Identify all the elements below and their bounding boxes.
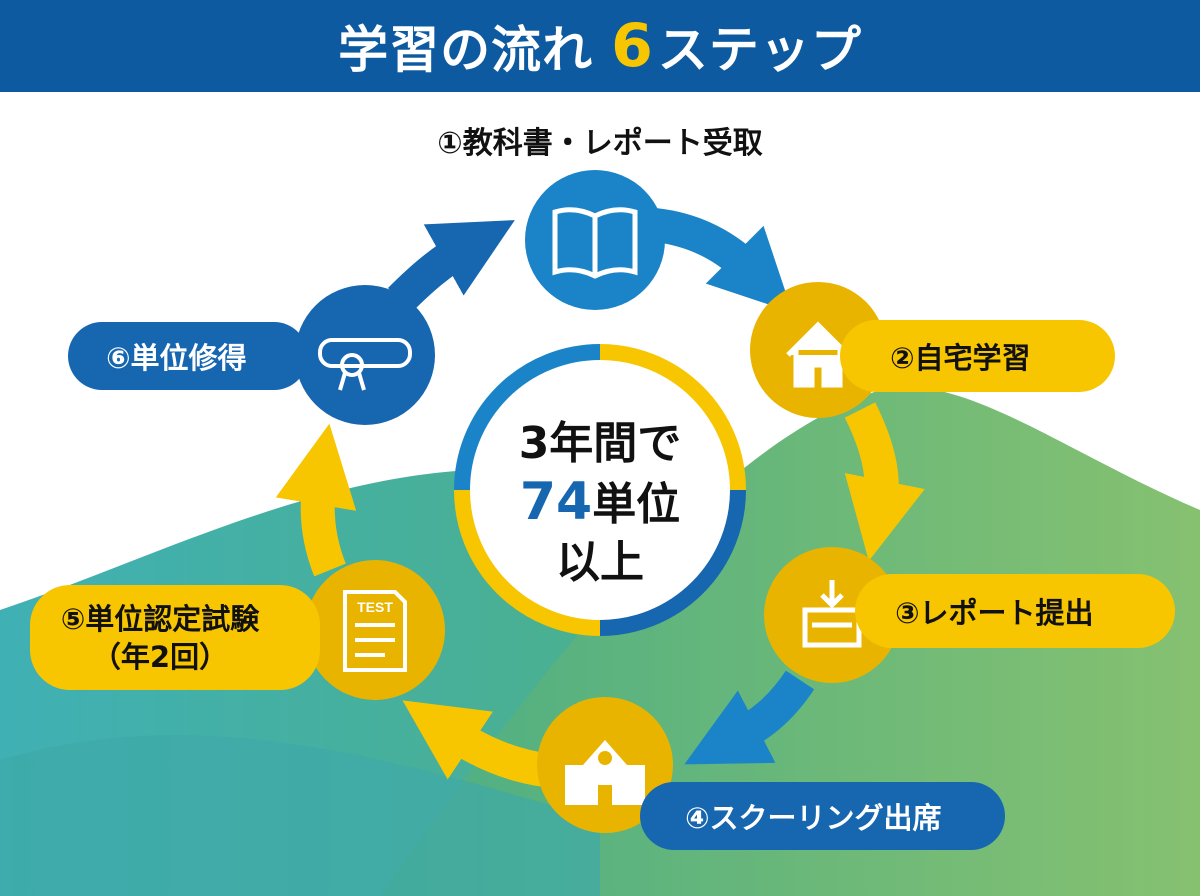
arrow-5-to-6 [275,423,357,577]
page-title: 学習の流れ 6 ステップ [0,0,1200,92]
arrow-3-to-4 [684,670,815,765]
step-1-label: ①教科書・レポート受取 [437,126,763,161]
school-building-icon [565,740,645,805]
test-document-icon: TEST [343,590,407,672]
center-circle [462,352,738,628]
step-6-label: ⑥単位修得 [68,322,308,390]
title-number: 6 [611,11,654,81]
arrow-4-to-5 [402,700,548,787]
step-3-label: ③レポート提出 [855,574,1175,648]
arrow-2-to-3 [844,402,925,562]
center-line-3: 以上 [556,537,644,588]
diploma-icon [318,338,412,391]
arrow-1-to-2 [652,208,793,313]
center-line-1: 3年間で [518,418,682,469]
title-prefix: 学習の流れ [338,21,594,79]
step-1-circle [525,170,665,310]
arrow-6-to-1 [387,220,515,313]
center-line-2: 単位 [592,479,681,530]
step-6-circle [295,285,435,425]
step-4-label: ④スクーリング出席 [640,782,1005,850]
book-icon [552,207,638,279]
step-3-text: ③レポート提出 [895,596,1094,630]
house-icon [786,321,850,388]
title-suffix: ステップ [657,21,862,79]
step-5-text: ⑤単位認定試験 [60,601,260,636]
center-summary: 3年間で 74単位 以上 [480,415,720,592]
step-5-label: ⑤単位認定試験（年2回） [30,585,320,690]
step-4-text: ④スクーリング出席 [685,801,942,835]
step-5-circle: TEST [305,560,445,700]
hill-front [0,735,600,896]
step-2-text: ②自宅学習 [890,341,1031,375]
step-2-label: ②自宅学習 [840,320,1115,392]
step-5-subtext: （年2回） [91,639,229,674]
test-icon-text: TEST [357,599,393,615]
step-3-circle [764,547,900,683]
step-2-circle [750,282,886,418]
credit-count: 74 [519,472,593,532]
step-6-text: ⑥単位修得 [106,341,247,375]
step-4-circle [537,697,673,833]
